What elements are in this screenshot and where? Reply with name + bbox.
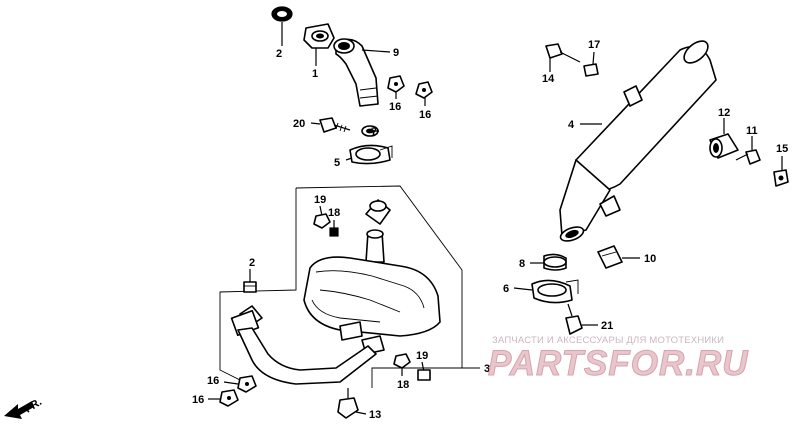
callout-3: 3	[484, 363, 490, 375]
assembly-3-outline	[219, 185, 463, 388]
callout-19-b: 19	[416, 350, 428, 362]
callout-8: 8	[519, 258, 525, 270]
part-6-band[interactable]	[531, 279, 579, 304]
part-12-collar[interactable]	[709, 133, 739, 159]
callout-1: 1	[312, 68, 318, 80]
part-5-band[interactable]	[349, 144, 393, 165]
callout-20: 20	[293, 118, 305, 130]
part-19-bolt-b[interactable]	[393, 353, 411, 369]
callout-5: 5	[334, 157, 340, 169]
callout-10: 10	[644, 253, 656, 265]
callout-2-top: 2	[276, 48, 282, 60]
part-16-bolt-a[interactable]	[387, 75, 405, 93]
callout-16-c: 16	[207, 375, 219, 387]
part-19-bolt-a[interactable]	[313, 213, 331, 229]
callout-16-b: 16	[419, 109, 431, 121]
callout-18-a: 18	[328, 207, 340, 219]
callout-6: 6	[503, 283, 509, 295]
part-16-bolt-c[interactable]	[237, 375, 257, 393]
part-9-exhaust-pipe-joint[interactable]	[333, 38, 379, 107]
callout-14: 14	[542, 73, 555, 85]
callout-4: 4	[568, 119, 575, 131]
part-2-gasket-top[interactable]	[271, 6, 293, 22]
front-direction-arrow-icon	[4, 401, 34, 419]
callout-17: 17	[588, 39, 600, 51]
part-16-bolt-d[interactable]	[219, 389, 239, 407]
part-17-washer[interactable]	[583, 63, 599, 77]
part-13-bolt[interactable]	[337, 388, 359, 419]
callout-2-bottom: 2	[249, 257, 255, 269]
callout-16-a: 16	[389, 101, 401, 113]
callout-21: 21	[601, 320, 613, 332]
watermark-logo: PARTSFOR.RU	[488, 344, 749, 384]
part-20-bolt[interactable]	[319, 117, 351, 133]
part-1-holder[interactable]	[303, 23, 335, 49]
callout-16-d: 16	[192, 394, 204, 406]
callout-11: 11	[746, 125, 758, 137]
part-10-rubber[interactable]	[597, 245, 623, 269]
callout-18-b: 18	[397, 379, 409, 391]
part-21-bolt[interactable]	[565, 303, 583, 335]
part-11-bolt[interactable]	[735, 149, 761, 165]
part-18-nut-a[interactable]	[329, 227, 339, 237]
watermark-tagline: ЗАПЧАСТИ И АКСЕССУАРЫ ДЛЯ МОТОТЕХНИКИ	[492, 335, 725, 346]
callout-7: 7	[371, 126, 377, 138]
part-3-exhaust-pipe[interactable]	[230, 305, 377, 385]
part-14-bolt[interactable]	[545, 43, 581, 63]
callout-9: 9	[393, 47, 399, 59]
part-8-gasket[interactable]	[543, 253, 567, 271]
callout-19-a: 19	[314, 194, 326, 206]
part-15-nut[interactable]	[773, 169, 789, 187]
direction-label: FR.	[23, 396, 44, 416]
callout-13: 13	[369, 409, 381, 421]
callout-15: 15	[776, 143, 788, 155]
part-4-silencer[interactable]	[559, 37, 717, 244]
part-18-nut-b[interactable]	[417, 369, 431, 381]
part-2-gasket-bottom[interactable]	[243, 281, 257, 293]
callout-12: 12	[718, 107, 730, 119]
part-16-bolt-b[interactable]	[415, 81, 433, 99]
part-3-muffler[interactable]	[303, 199, 441, 355]
